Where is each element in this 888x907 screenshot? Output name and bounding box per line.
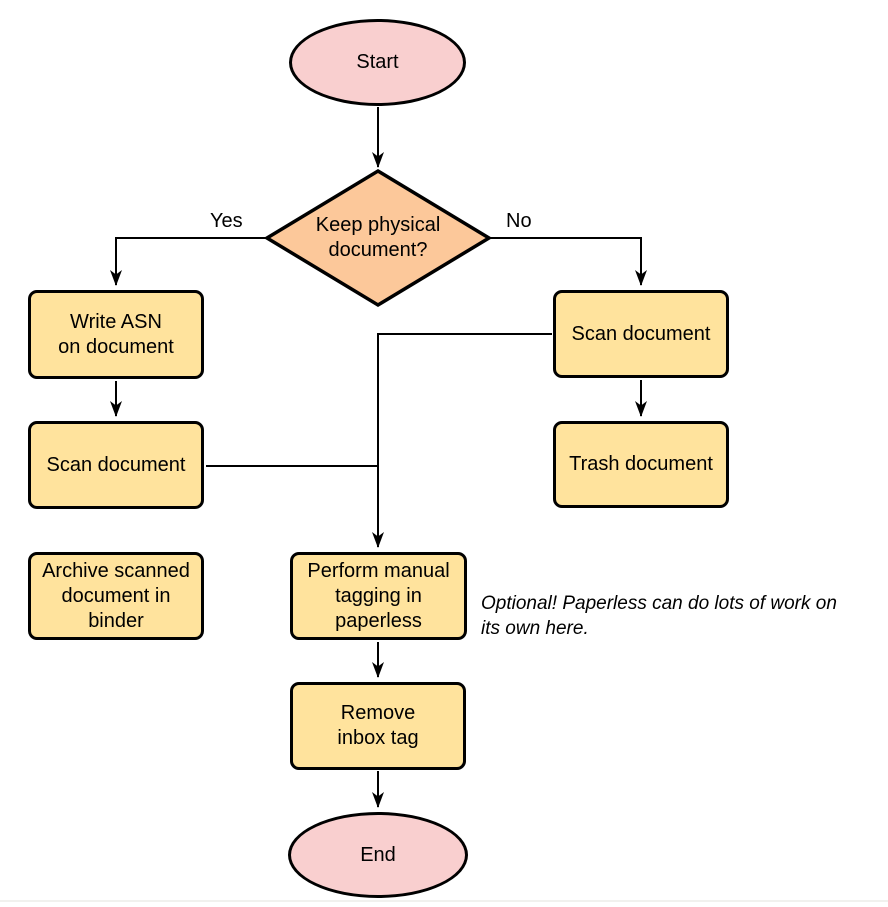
annotation-optional-paperless: Optional! Paperless can do lots of work … [481,593,837,639]
process-remove-inbox-tag: Remove inbox tag [290,682,466,770]
process-scan-document-right: Scan document [553,290,729,378]
process-scan-document-left: Scan document [28,421,204,509]
process-trash-document: Trash document [553,421,729,508]
edge-decision-yes-to-write-asn [110,237,267,286]
page-bottom-divider [0,900,888,902]
edge-scan-right-to-tagging [372,333,552,548]
end-node: End [288,812,468,898]
start-node: Start [289,19,466,106]
edge-label-yes: Yes [210,210,243,232]
edge-label-no: No [506,210,532,232]
process-archive-in-binder: Archive scanned document in binder [28,552,204,640]
process-manual-tagging: Perform manual tagging in paperless [290,552,467,640]
process-write-asn: Write ASN on document [28,290,204,379]
decision-diamond-shape [263,168,493,308]
edge-decision-no-to-scan-right [489,237,647,286]
decision-keep-physical-document-label: Keep physical document? [315,214,441,261]
